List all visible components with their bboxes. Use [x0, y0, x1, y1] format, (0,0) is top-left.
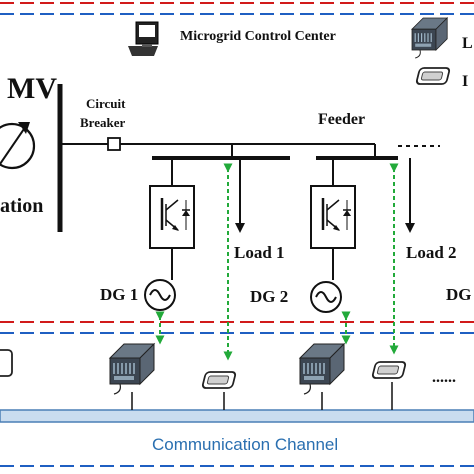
igbt-inverter-icon — [149, 185, 195, 249]
computer-workstation-icon — [128, 21, 159, 56]
control-center-label: Microgrid Control Center — [180, 29, 336, 44]
interface-module-icon — [371, 361, 407, 379]
feeder-line — [120, 143, 233, 158]
local-controller-device-icon — [109, 343, 155, 395]
local-controller-device-icon — [411, 17, 448, 59]
dg1-label: DG 1 — [100, 285, 138, 304]
dg2-label: DG 2 — [250, 287, 288, 306]
feeder-label: Feeder — [318, 111, 365, 128]
legend-controller-label: L — [462, 35, 473, 52]
mv-label: MV — [7, 72, 57, 105]
ac-generator-icon — [144, 279, 176, 311]
igbt-inverter-icon — [310, 185, 356, 249]
local-controller-device-icon — [299, 343, 345, 395]
load2-label: Load 2 — [406, 243, 457, 262]
ellipsis-label: ...... — [432, 369, 456, 386]
communication-channel-bar — [0, 409, 474, 423]
interface-module-icon — [0, 349, 13, 377]
load1-label: Load 1 — [234, 243, 285, 262]
circuit-breaker-symbol — [107, 137, 121, 151]
communication-channel-label: Communication Channel — [152, 435, 338, 454]
mv-grid-meter-icon — [0, 122, 36, 170]
interface-module-icon — [201, 371, 237, 389]
dg-partial-label: DG — [446, 285, 472, 304]
interface-module-icon — [415, 67, 451, 85]
circuit-breaker-label-line1: Circuit — [86, 96, 126, 111]
legend-interface-label: I — [462, 73, 468, 90]
circuit-breaker-label-line2: Breaker — [80, 115, 125, 130]
substation-label: ation — [0, 195, 43, 217]
ac-generator-icon — [310, 281, 342, 313]
